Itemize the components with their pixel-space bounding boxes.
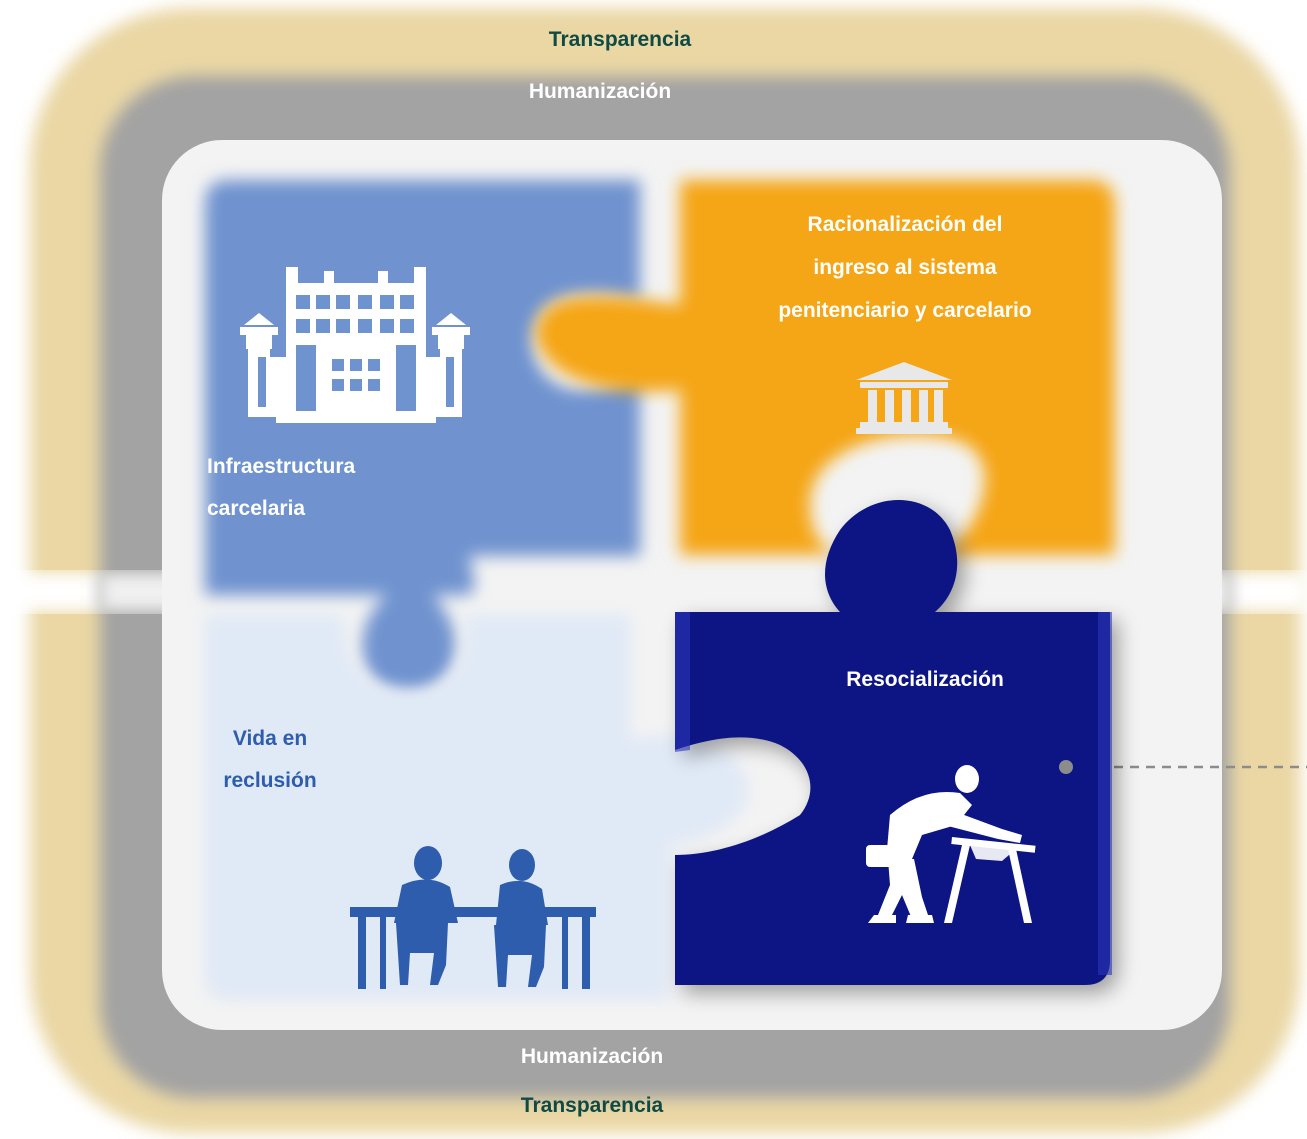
vida-label-line1: Vida en bbox=[232, 727, 308, 750]
racionalizacion-label-line3: penitenciario y carcelario bbox=[778, 299, 1032, 322]
connector-dot bbox=[1059, 760, 1073, 774]
resocializacion-label: Resocialización bbox=[846, 668, 1004, 691]
piece-resocializacion bbox=[675, 500, 1112, 985]
outer-ring-top-label: Transparencia bbox=[548, 28, 692, 51]
vida-label: Vida en reclusión bbox=[205, 718, 335, 802]
infraestructura-label: Infraestructura carcelaria bbox=[207, 446, 467, 530]
racionalizacion-label-line1: Racionalización del bbox=[807, 213, 1003, 236]
courthouse-icon bbox=[856, 362, 952, 434]
racionalizacion-label: Racionalización del ingreso al sistema p… bbox=[720, 203, 1090, 332]
inner-ring-bottom-label: Humanización bbox=[520, 1045, 664, 1068]
prison-building-icon bbox=[240, 267, 470, 423]
racionalizacion-label-line2: ingreso al sistema bbox=[813, 256, 997, 279]
people-at-table-icon bbox=[350, 846, 596, 989]
vida-label-line2: reclusión bbox=[223, 769, 317, 792]
piece-racionalizacion bbox=[536, 180, 1115, 555]
carpenter-icon bbox=[866, 765, 1036, 923]
infraestructura-label-line1: Infraestructura bbox=[207, 455, 356, 478]
outer-ring-bottom-label: Transparencia bbox=[520, 1094, 664, 1117]
infraestructura-label-line2: carcelaria bbox=[207, 497, 306, 520]
piece-vida bbox=[205, 615, 749, 1000]
inner-ring-top-label: Humanización bbox=[528, 80, 672, 103]
